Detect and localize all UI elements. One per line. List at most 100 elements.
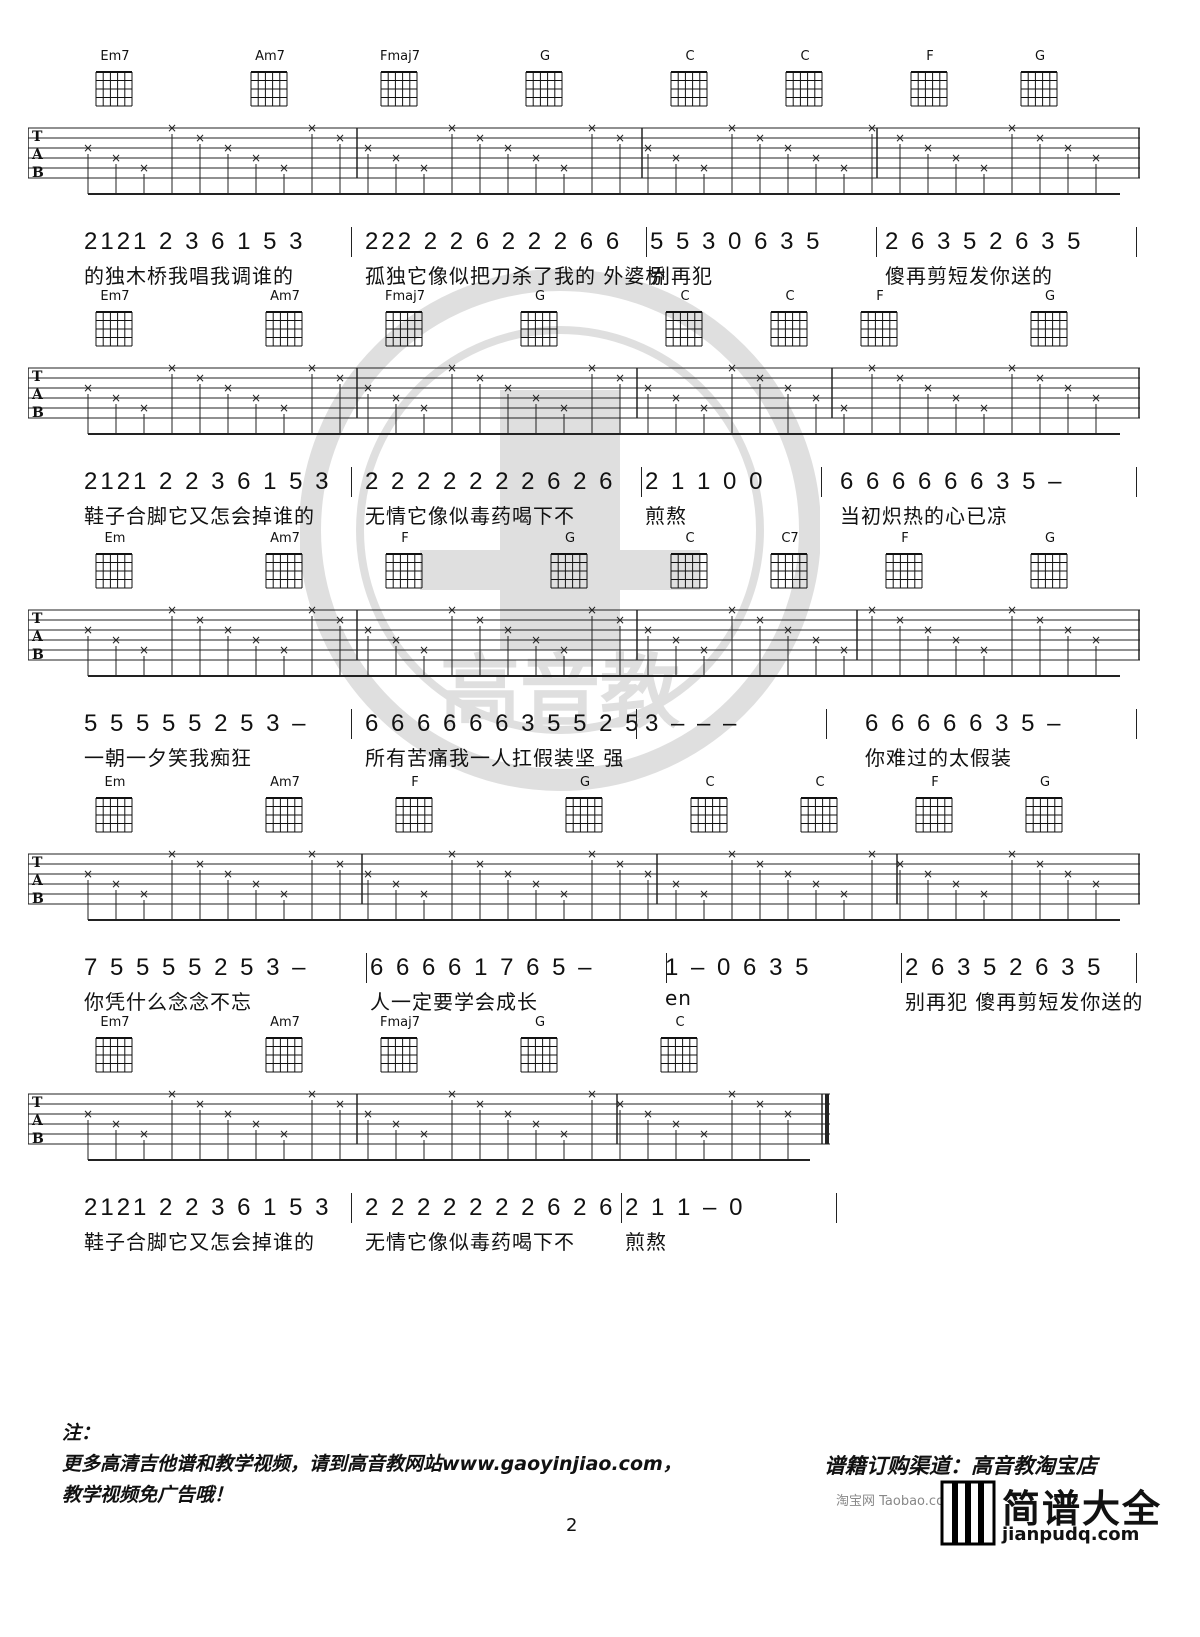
chord-diagram: Em7 [85,50,145,110]
chord-name: Fmaj7 [380,49,420,64]
svg-text:×: × [195,857,205,871]
chord-diagram: Am7 [255,1016,315,1076]
chord-name: Em [104,531,126,546]
svg-text:×: × [167,847,177,861]
lyric-text: 别再犯 [650,264,713,288]
svg-text:×: × [587,361,597,375]
chord-diagram: Fmaj7 [370,50,430,110]
svg-text:×: × [755,131,765,145]
bar-line [1136,227,1137,257]
svg-text:×: × [895,371,905,385]
chord-diagram: Em7 [85,290,145,350]
svg-text:×: × [727,1087,737,1101]
svg-text:×: × [587,847,597,861]
svg-text:×: × [503,867,513,881]
chord-diagram: F [375,532,435,592]
svg-text:×: × [895,131,905,145]
svg-text:×: × [391,391,401,405]
svg-text:×: × [643,141,653,155]
svg-text:×: × [223,381,233,395]
chord-diagram: G [515,50,575,110]
chord-name: F [901,531,909,546]
chord-name: C [785,289,795,304]
svg-text:×: × [307,603,317,617]
tab-clef-letter: A [32,629,43,645]
svg-text:×: × [839,401,849,415]
svg-text:×: × [111,151,121,165]
svg-text:×: × [167,603,177,617]
svg-text:×: × [1007,603,1017,617]
tab-clef-letter: A [32,387,43,403]
jianpu-measure: 6 6 6 6 1 7 6 5 – [370,954,595,981]
svg-text:×: × [1063,141,1073,155]
svg-text:×: × [503,1107,513,1121]
svg-text:×: × [475,857,485,871]
chord-diagram: Am7 [255,290,315,350]
svg-text:×: × [167,1087,177,1101]
note-title: 注： [62,1422,101,1444]
svg-text:×: × [671,1117,681,1131]
chord-name: F [411,775,419,790]
svg-text:×: × [531,633,541,647]
svg-text:×: × [1035,857,1045,871]
svg-text:×: × [1035,613,1045,627]
jianpu-measure: 3 – – – [645,710,740,737]
svg-text:×: × [559,161,569,175]
bar-line [901,953,902,983]
chord-diagram: G [1020,290,1080,350]
note-line-2: 教学视频免广告哦！ [62,1484,234,1506]
chord-name: G [1044,289,1056,304]
chord-diagram: C [790,776,850,836]
jianpu-measure: 2 2 2 2 2 2 2 6 2 6 [365,1194,616,1221]
svg-text:×: × [643,623,653,637]
svg-text:×: × [111,391,121,405]
chord-diagram: F [850,290,910,350]
svg-text:×: × [783,623,793,637]
svg-text:×: × [307,847,317,861]
svg-text:×: × [923,867,933,881]
svg-text:×: × [1035,131,1045,145]
chord-name: Em7 [100,1015,130,1030]
lyric-text: 无情它像似毒药喝下不 [365,1230,575,1254]
svg-text:×: × [699,643,709,657]
svg-text:×: × [475,613,485,627]
svg-text:×: × [1007,361,1017,375]
svg-text:×: × [335,857,345,871]
jianpu-measure: 1 – 0 6 3 5 [665,954,812,981]
chord-name: C [675,1015,685,1030]
svg-text:×: × [475,1097,485,1111]
svg-text:×: × [391,151,401,165]
lyric-text: 你难过的太假装 [865,746,1012,770]
chord-diagram: Am7 [240,50,300,110]
svg-text:×: × [727,361,737,375]
svg-text:×: × [83,1107,93,1121]
svg-text:×: × [867,361,877,375]
chord-name: G [1034,49,1046,64]
svg-text:×: × [503,623,513,637]
svg-text:×: × [111,633,121,647]
chord-name: G [579,775,591,790]
svg-text:×: × [223,623,233,637]
svg-text:×: × [1063,623,1073,637]
page-number: 2 [566,1515,578,1536]
chord-diagram: Fmaj7 [375,290,435,350]
jianpu-measure: 6 6 6 6 6 6 3 5 – [840,468,1065,495]
chord-name: C [685,49,695,64]
lyric-text: 当初炽热的心已凉 [840,504,1008,528]
bar-line [636,709,637,739]
svg-text:×: × [755,857,765,871]
svg-text:×: × [139,887,149,901]
svg-text:×: × [867,121,877,135]
svg-text:×: × [447,847,457,861]
chord-diagram: G [1010,50,1070,110]
svg-text:×: × [139,1127,149,1141]
chord-diagram: Fmaj7 [370,1016,430,1076]
jianpu-measure: 2121 2 2 3 6 1 5 3 [84,1194,332,1221]
bar-line [351,1193,352,1223]
svg-text:×: × [363,141,373,155]
jianpu-measure: 6 6 6 6 6 3 5 – [865,710,1064,737]
lyric-text: 鞋子合脚它又怎会掉谁的 [84,504,315,528]
svg-text:×: × [811,391,821,405]
